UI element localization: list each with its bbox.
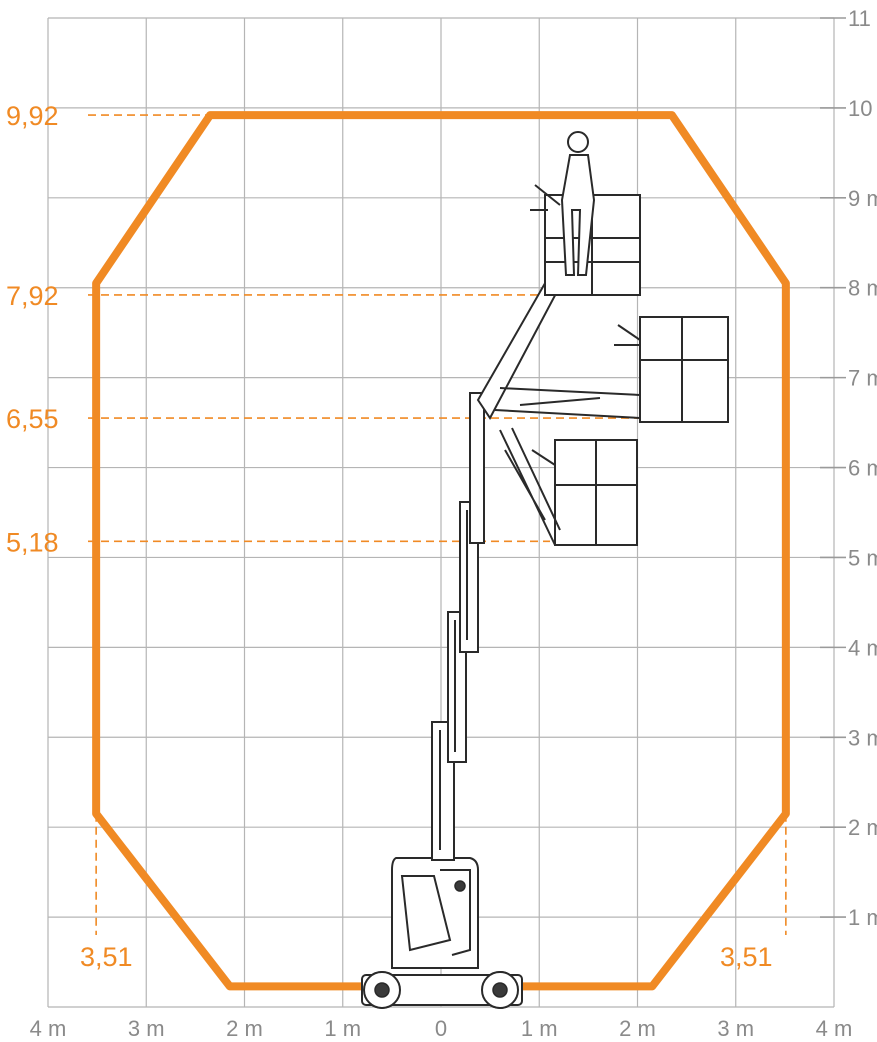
x-tick-label: 0 xyxy=(435,1016,447,1041)
y-tick-label: 6 m xyxy=(848,456,877,481)
y-tick-label: 10 m xyxy=(848,96,877,121)
y-tick-label: 11 m xyxy=(848,6,877,31)
x-tick-label: 3 m xyxy=(717,1016,754,1041)
envelope-outline xyxy=(92,111,790,991)
x-tick-label: 1 m xyxy=(324,1016,361,1041)
y-tick-label: 7 m xyxy=(848,366,877,391)
y-tick-label: 4 m xyxy=(848,635,877,660)
labels: 4 m 3 m 2 m 1 m 0 1 m 2 m 3 m 4 m 1 m 2 m 3 m 4 m 5 m… xyxy=(6,6,877,1041)
y-tick-label: 5 m xyxy=(848,545,877,570)
y-tick-label: 8 m xyxy=(848,276,877,301)
x-tick-label: 1 m xyxy=(521,1016,558,1041)
scissor-machine-icon xyxy=(361,131,729,1009)
y-tick-label: 3 m xyxy=(848,725,877,750)
x-tick-label: 2 m xyxy=(619,1016,656,1041)
height-label: 9,92 xyxy=(6,101,59,131)
y-tick-label: 1 m xyxy=(848,905,877,930)
working-envelope xyxy=(92,111,790,991)
height-label: 7,92 xyxy=(6,281,59,311)
y-tick-label: 9 m xyxy=(848,186,877,211)
outreach-label: 3,51 xyxy=(80,942,133,972)
x-tick-label: 2 m xyxy=(226,1016,263,1041)
height-label: 5,18 xyxy=(6,527,59,557)
y-tick-label: 2 m xyxy=(848,815,877,840)
operator-figure-icon xyxy=(560,131,596,276)
outreach-label: 3,51 xyxy=(720,942,773,972)
x-tick-label: 4 m xyxy=(30,1016,67,1041)
x-tick-label: 3 m xyxy=(128,1016,165,1041)
height-label: 6,55 xyxy=(6,404,59,434)
x-tick-label: 4 m xyxy=(816,1016,853,1041)
